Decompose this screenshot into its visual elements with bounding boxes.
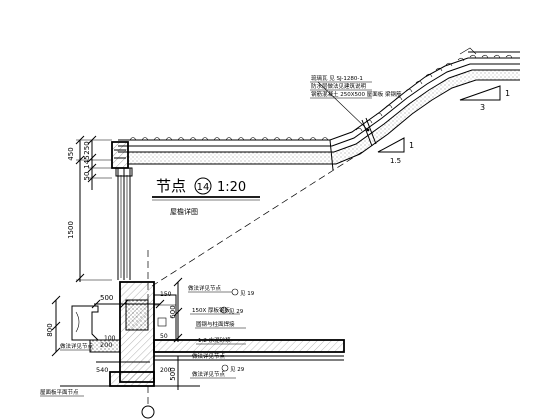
detail-subtitle: 屋檐详图 (170, 207, 198, 216)
dim-450: 450 (67, 147, 75, 160)
left-dimensions: 450 145 250 50 1500 (67, 135, 112, 283)
slope-upper-run: 3 (480, 103, 485, 112)
detail-number-circle (194, 177, 212, 195)
dim-200-right: 200 (160, 367, 172, 374)
ann-left-2: 屋面板平面节点 (40, 388, 79, 396)
slope-mark-upper: 1 3 (459, 85, 510, 112)
ann-b: 150X 厚板钢板 (192, 306, 231, 314)
dim-540: 540 (96, 366, 108, 374)
axis-marker (141, 405, 155, 419)
slope-mark-lower: 1 1.5 (377, 137, 414, 165)
dim-200: 200 (100, 341, 112, 349)
dim-500-top: 500 (100, 294, 113, 302)
roof-tiles (111, 47, 520, 169)
lower-annotations: 做法详见节点 见 19 150X 厚板钢板 见 29 圆钢与柱面焊接 1:2 水… (40, 284, 255, 397)
dim-500-right: 500 (169, 367, 177, 380)
dim-800: 800 (46, 323, 54, 336)
dim-50: 50 (160, 333, 168, 340)
ann-left-1: 做法详见节点 (60, 342, 94, 350)
roof-annotations: 琉璃瓦 见 SJ-1280-1 防水层做法见建筑说明 钢筋混凝土 250X500… (310, 74, 402, 132)
break-marks (329, 117, 377, 171)
roof-note-3: 钢筋混凝土 250X500 屋面板 梁钢筋 (311, 90, 402, 98)
dim-145: 145 (83, 155, 91, 168)
ann-d: 1:2 水泥砂浆 (198, 336, 231, 344)
slope-lower-rise: 1 (409, 141, 414, 150)
ref-a: 见 19 (240, 290, 255, 297)
ann-a: 做法详见节点 (188, 284, 222, 292)
slope-upper-rise: 1 (505, 89, 510, 98)
dim-1500: 1500 (67, 221, 75, 239)
wall-column (115, 167, 133, 280)
roof-note-2: 防水层做法见建筑说明 (311, 82, 367, 90)
detail-title-prefix: 节点 (156, 177, 186, 195)
lower-structure (60, 281, 345, 419)
dim-50: 50 (83, 172, 91, 181)
roof-note-1: 琉璃瓦 见 SJ-1280-1 (311, 74, 363, 82)
lower-dimensions: 800 500 540 200 100 600 500 50 150 200 (46, 277, 183, 390)
ref-c: 见 29 (230, 366, 245, 373)
detail-number: 14 (197, 182, 210, 193)
dashed-lines (147, 149, 366, 300)
ref-b: 见 29 (229, 308, 244, 315)
dim-100: 100 (104, 335, 116, 342)
ann-f: 做法详见节点 (192, 370, 226, 378)
slope-lower-run: 1.5 (390, 157, 401, 165)
dim-250: 250 (83, 141, 91, 154)
detail-scale: 1:20 (217, 180, 246, 195)
ann-c: 圆钢与柱面焊接 (196, 320, 235, 328)
dim-600: 600 (169, 305, 177, 318)
dim-150: 150 (160, 291, 172, 298)
detail-title: 节点 14 1:20 屋檐详图 (152, 177, 260, 216)
ann-e: 做法详见节点 (192, 352, 226, 360)
